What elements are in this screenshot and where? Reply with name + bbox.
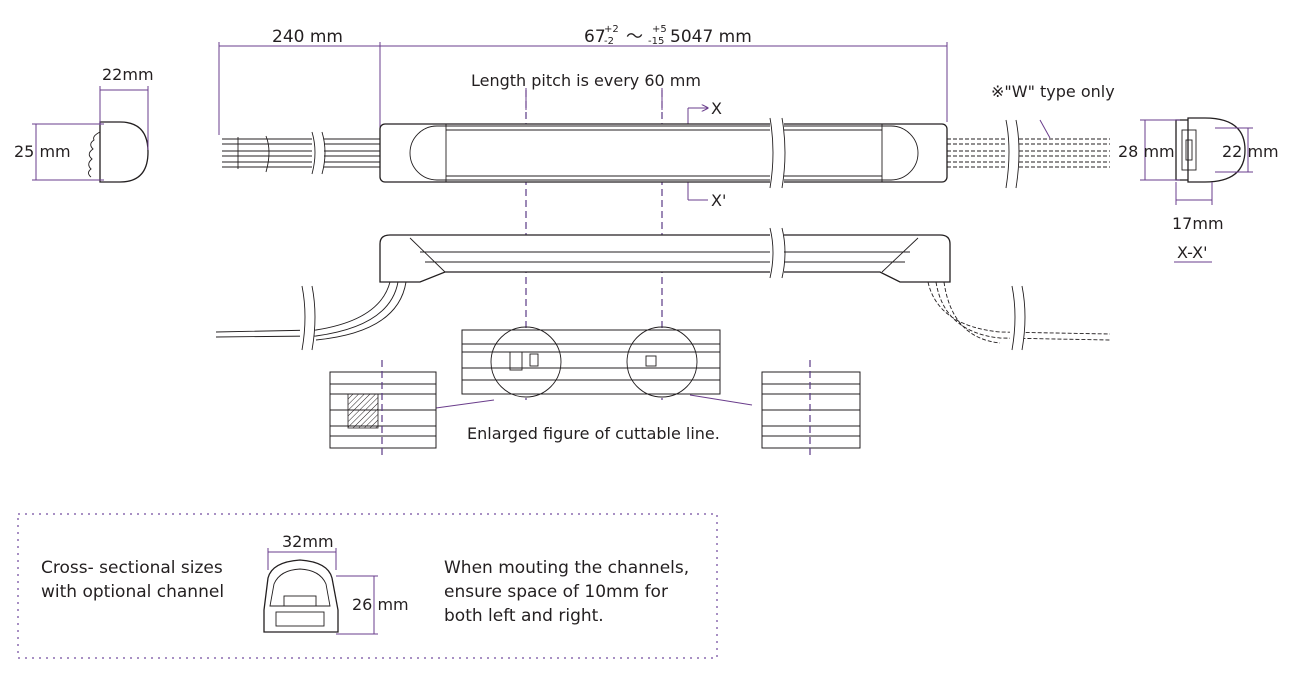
channel-note-line1: When mouting the channels,: [444, 558, 689, 578]
channel-width-label: 32mm: [282, 532, 334, 551]
length-tol2-lower: -15: [648, 36, 664, 47]
strip-side-view: [215, 227, 1111, 351]
channel-info-box: Cross- sectional sizes with optional cha…: [17, 513, 718, 659]
end-width-label: 22mm: [102, 65, 154, 84]
length-tol1-upper: +2: [604, 24, 619, 35]
section-x-label: X: [711, 99, 722, 118]
cs-title: X-X': [1177, 243, 1208, 262]
channel-title-line1: Cross- sectional sizes: [41, 558, 223, 578]
cuttable-detail: Enlarged figure of cuttable line.: [329, 326, 861, 456]
strip-top-view: ※"W" type only: [222, 82, 1115, 189]
w-type-note: ※"W" type only: [991, 82, 1115, 101]
channel-height-label: 26 mm: [352, 595, 409, 614]
cs-width-label: 17mm: [1172, 214, 1224, 233]
length-separator: 〜: [626, 27, 643, 47]
length-dimensions: 240 mm 67 +2 -2 〜 +5 -15 5047 mm: [218, 24, 948, 135]
length-main-label: 67: [584, 27, 606, 47]
pitch-label: Length pitch is every 60 mm: [471, 71, 701, 90]
cs-height-label: 28 mm: [1118, 142, 1175, 161]
cross-section: 28 mm 22 mm 17mm X-X': [1118, 117, 1279, 263]
channel-title-line2: with optional channel: [41, 582, 224, 602]
channel-note-line2: ensure space of 10mm for: [444, 582, 668, 602]
length-tol1-lower: -2: [604, 36, 614, 47]
section-x-prime-label: X': [711, 191, 726, 210]
end-view: 22mm 25 mm: [14, 65, 154, 183]
length-tol2-upper: +5: [652, 24, 667, 35]
channel-note-line3: both left and right.: [444, 606, 604, 626]
length-max-label: 5047 mm: [670, 27, 752, 47]
cs-inner-height-label: 22 mm: [1222, 142, 1279, 161]
enlarged-caption: Enlarged figure of cuttable line.: [467, 424, 720, 443]
end-height-label: 25 mm: [14, 142, 71, 161]
lead-length-label: 240 mm: [272, 27, 343, 47]
